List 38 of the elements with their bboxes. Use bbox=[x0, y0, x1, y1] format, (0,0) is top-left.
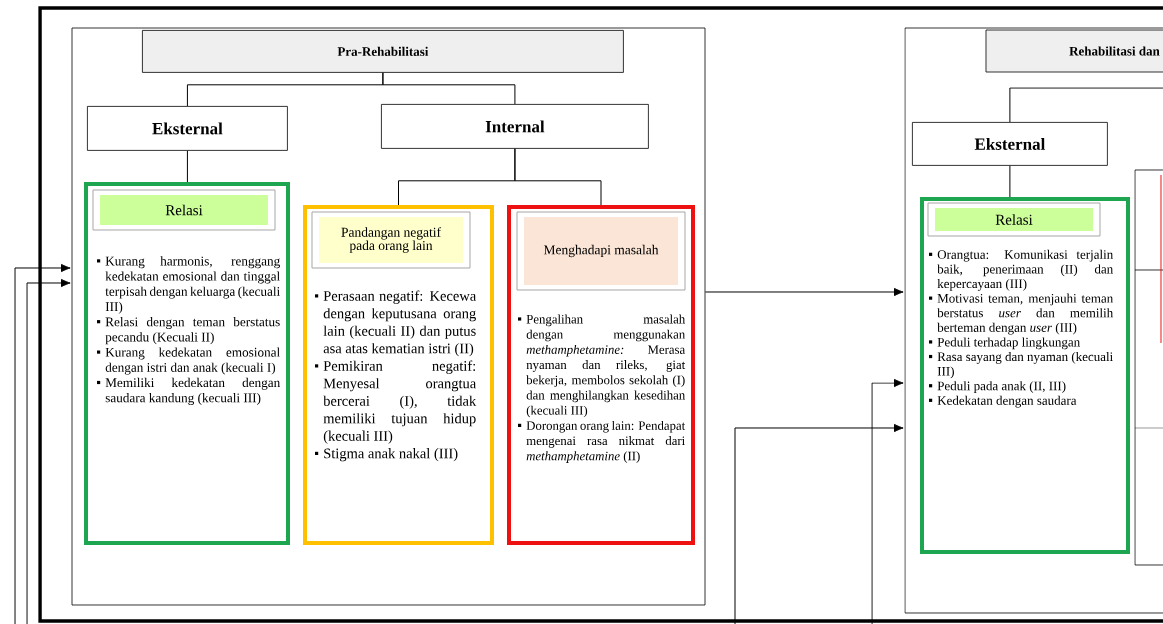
node-label: Kedekatan dengan saudara bbox=[937, 395, 1077, 408]
node-label: Pengalihan masalah dengan menggunakan methamphetamine: Merasa nyaman dan rileks, giat bekerja, membolos sekolah (I) dan menghilangkan kesedihan (kecuali III) bbox=[526, 314, 686, 418]
node-label: Dorongan orang lain: Pendapat mengenai rasa nikmat dari methamphetamine (II) bbox=[526, 420, 686, 463]
node-label: Kurang harmonis, renggang kedekatan emosional dan tinggal terpisah dengan keluarga (kecuali III) bbox=[105, 256, 280, 314]
panel-box bbox=[904, 27, 1163, 614]
node-label: Motivasi teman, menjauhi teman berstatus user dan memilih berteman dengan user (III) bbox=[937, 293, 1114, 335]
heading-box: Rehabilitasi dan bbox=[985, 29, 1163, 73]
bullet-list: Orangtua: Komunikasi terjalin baik, penerimaan (II) dan kepercayaan (III) Motivasi teman, menjauhi teman berstatus user dan memilih berteman dengan user (III) Peduli terhadap lingkungan Rasa sayang dan nyaman (kecuali III) Peduli pada anak (II, III) Kedekatan dengan saudara bbox=[929, 249, 1114, 408]
card-heading: Pandangan negatif pada orang lain bbox=[311, 211, 471, 269]
heading-box: Eksternal bbox=[912, 122, 1108, 166]
node-label: Relasi dengan teman berstatus pecandu (Kecuali II) bbox=[105, 317, 280, 345]
node-label: Peduli terhadap lingkungan bbox=[937, 337, 1080, 350]
card-heading: Relasi bbox=[92, 189, 276, 231]
panel-box bbox=[71, 27, 706, 606]
connector-line bbox=[382, 72, 516, 105]
card-heading: Menghadapi masalah bbox=[516, 211, 686, 291]
node-label: Kurang kedekatan emosional dengan istri dan anak (kecuali I) bbox=[105, 347, 280, 375]
node-label: Orangtua: Komunikasi terjalin baik, penerimaan (II) dan kepercayaan (III) bbox=[937, 249, 1114, 291]
arrow bbox=[704, 287, 904, 297]
card-heading: Relasi bbox=[927, 202, 1101, 237]
heading-box: Internal bbox=[381, 104, 649, 149]
bullet-list: Pengalihan masalah dengan menggunakan methamphetamine: Merasa nyaman dan rileks, giat bekerja, membolos sekolah (I) dan menghilangkan kesedihan (kecuali III) Dorongan orang lain: Pendapat mengenai rasa nikmat dari methamphetamine (II) bbox=[518, 314, 686, 463]
arrow bbox=[871, 378, 904, 624]
heading-box: Pra-Rehabilitasi bbox=[142, 30, 624, 73]
panel-box bbox=[1134, 169, 1163, 566]
arrow bbox=[26, 278, 71, 624]
connector-line bbox=[1009, 87, 1163, 123]
node-label: Peduli pada anak (II, III) bbox=[937, 381, 1066, 393]
connector-line bbox=[1009, 165, 1011, 198]
bullet-list: Perasaan negatif: Kecewa dengan keputusana orang lain (kecuali II) dan putus asa atas kematian istri (II) Pemikiran negatif: Menyesal orangtua bercerai (I), tidak memiliki tujuan hidup (kecuali III) Stigma anak nakal (III) bbox=[315, 290, 477, 462]
connector-line bbox=[186, 150, 188, 183]
arrow bbox=[14, 263, 71, 624]
bullet-list: Kurang harmonis, renggang kedekatan emosional dan tinggal terpisah dengan keluarga (kecuali III) Relasi dengan teman berstatus pecandu (Kecuali II) Kurang kedekatan emosional dengan istri dan anak (kecuali I) Memiliki kedekatan dengan saudara kandung (kecuali III) bbox=[97, 256, 280, 406]
connector-line bbox=[514, 148, 602, 206]
heading-box: Eksternal bbox=[87, 106, 288, 151]
node-label: Memiliki kedekatan dengan saudara kandung (kecuali III) bbox=[105, 377, 281, 406]
node-label: Rasa sayang dan nyaman (kecuali III) bbox=[937, 351, 1113, 379]
arrow bbox=[734, 423, 904, 624]
